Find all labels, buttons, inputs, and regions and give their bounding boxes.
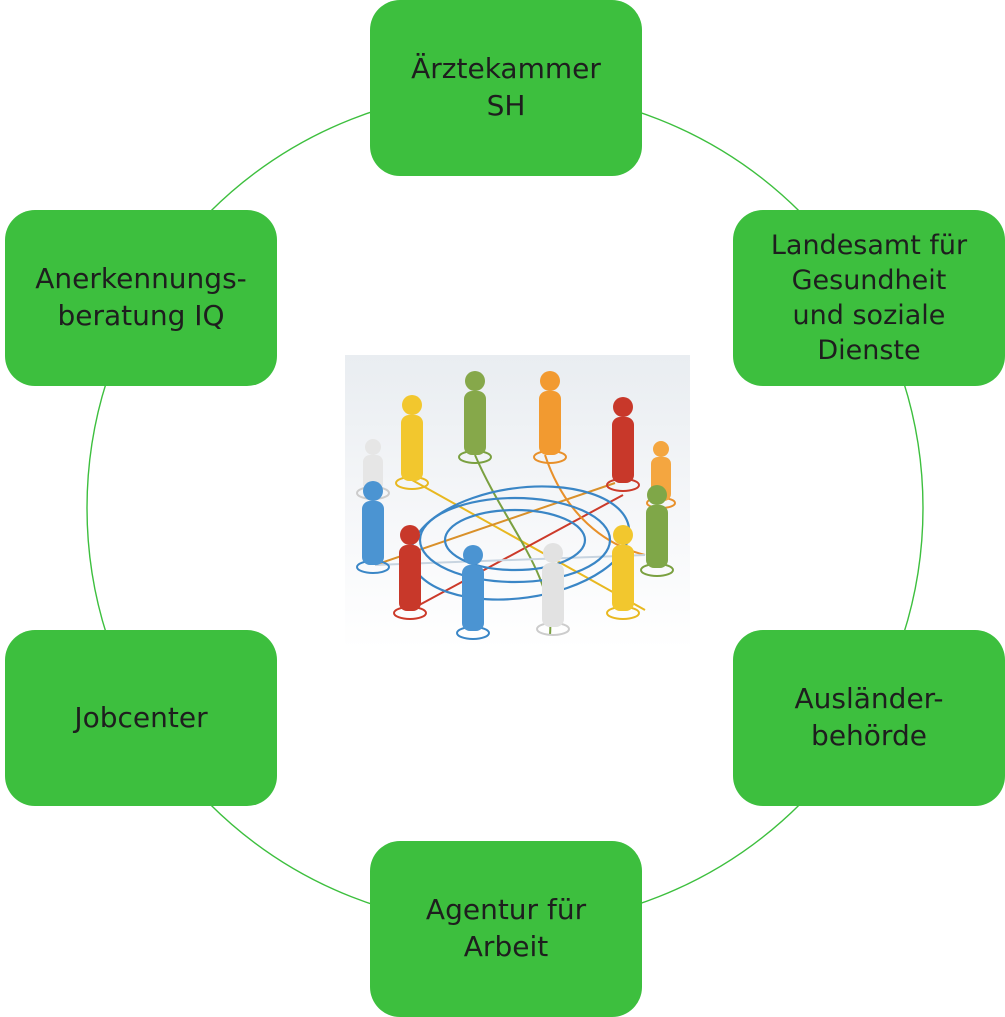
node-anerkennungsberatung-iq: Anerkennungs- beratung IQ	[5, 210, 277, 386]
node-landesamt-gesundheit: Landesamt für Gesundheit und soziale Die…	[733, 210, 1005, 386]
node-auslaenderbehoerde: Ausländer- behörde	[733, 630, 1005, 806]
node-aerztekammer-sh: Ärztekammer SH	[370, 0, 642, 176]
node-agentur-fuer-arbeit: Agentur für Arbeit	[370, 841, 642, 1017]
node-jobcenter: Jobcenter	[5, 630, 277, 806]
person-figures	[356, 371, 676, 640]
people-network-illustration	[345, 355, 690, 650]
